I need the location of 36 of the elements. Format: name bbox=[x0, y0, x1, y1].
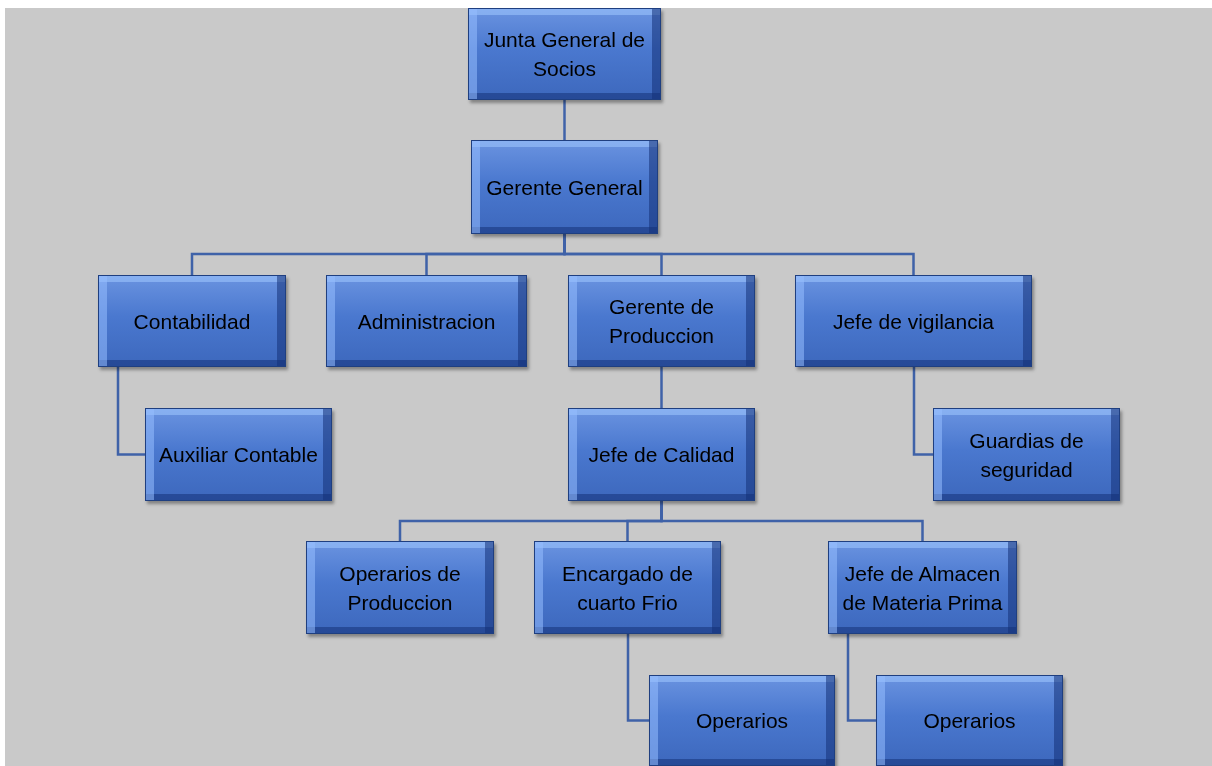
box-label: Administracion bbox=[357, 308, 496, 335]
org-box bbox=[471, 140, 658, 234]
org-box bbox=[933, 408, 1120, 501]
connector-line bbox=[846, 634, 876, 722]
connector-line bbox=[116, 367, 145, 456]
org-box bbox=[568, 408, 755, 501]
box-label: Junta General de Socios bbox=[482, 27, 647, 82]
box-label: Encargado de cuarto Frio bbox=[561, 560, 694, 616]
box-label: Contabilidad bbox=[133, 308, 251, 335]
box-label: Jefe de Calidad bbox=[588, 442, 735, 468]
box-label: Gerente de Produccion bbox=[607, 294, 716, 349]
box-label: Operarios bbox=[923, 708, 1016, 734]
org-box bbox=[326, 275, 527, 367]
box-label: Jefe de Almacen de Materia Prima bbox=[841, 560, 1004, 616]
box-label: Operarios bbox=[695, 708, 789, 734]
box-label: Jefe de vigilancia bbox=[832, 308, 995, 335]
connector-line bbox=[626, 634, 649, 722]
org-box bbox=[534, 541, 721, 634]
org-box bbox=[568, 275, 755, 367]
org-box bbox=[306, 541, 494, 634]
org-box bbox=[98, 275, 286, 367]
box-label: Auxiliar Contable bbox=[159, 442, 318, 468]
org-box bbox=[145, 408, 332, 501]
connector-line bbox=[660, 367, 663, 408]
connector-line bbox=[563, 100, 566, 140]
org-box bbox=[828, 541, 1017, 634]
connector-line bbox=[660, 501, 924, 541]
org-box bbox=[468, 8, 661, 100]
box-label: Operarios de Produccion bbox=[338, 560, 462, 616]
box-label: Gerente General bbox=[486, 174, 643, 201]
org-box bbox=[876, 675, 1063, 766]
org-box bbox=[795, 275, 1032, 367]
org-box bbox=[649, 675, 835, 766]
connector-line bbox=[563, 234, 915, 275]
box-label: Guardias de seguridad bbox=[968, 427, 1085, 483]
connector-line bbox=[912, 367, 933, 456]
